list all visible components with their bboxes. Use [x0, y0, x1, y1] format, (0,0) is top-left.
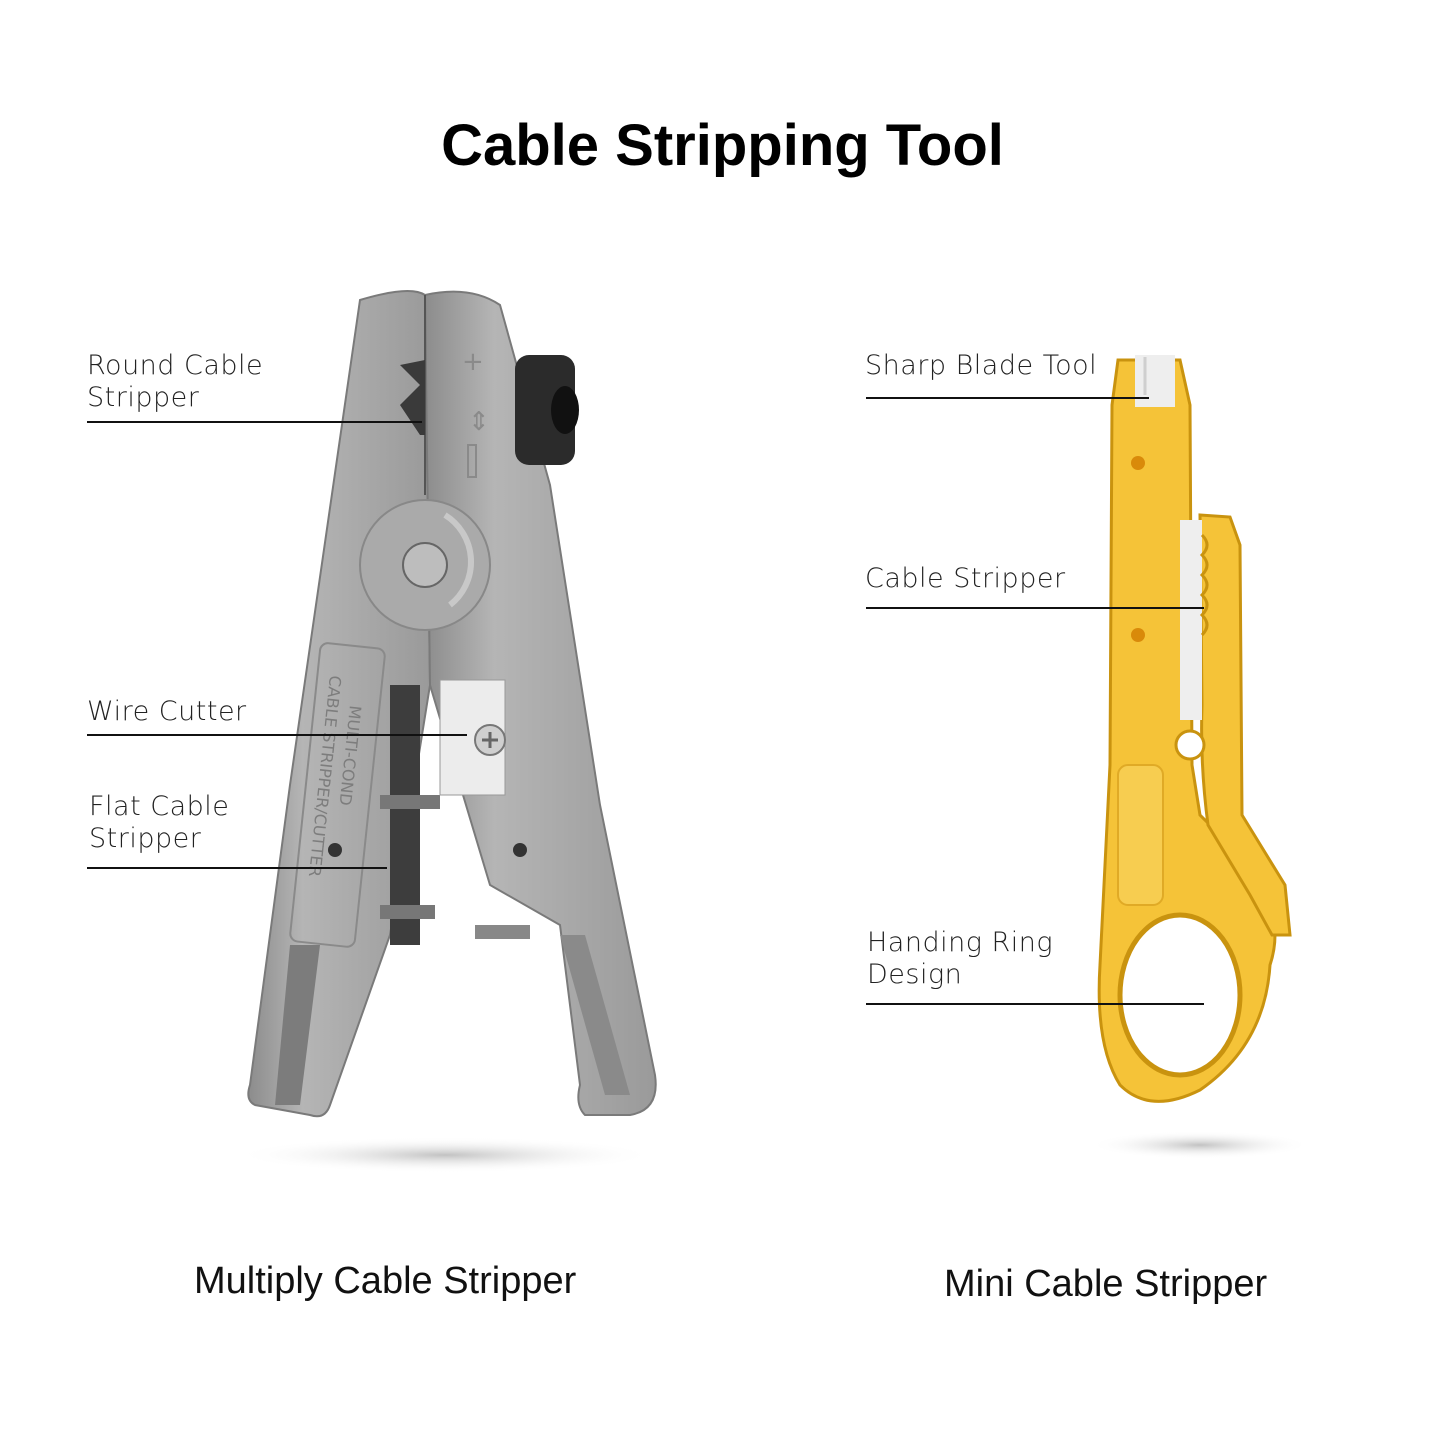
- callout-handing-ring-design: Handing Ring Design: [867, 927, 1053, 991]
- callout-round-cable-stripper: Round Cable Stripper: [87, 350, 263, 414]
- callout-label-line1: Round Cable: [87, 350, 264, 381]
- svg-text:+: +: [462, 347, 484, 377]
- leader-line-handing-ring-design: [866, 1003, 1204, 1005]
- leader-line-sharp-blade-tool: [866, 397, 1149, 399]
- caption-mini-cable-stripper: Mini Cable Stripper: [944, 1263, 1268, 1305]
- callout-sharp-blade-tool: Sharp Blade Tool: [865, 350, 1097, 382]
- callout-label-line2: Stripper: [89, 823, 202, 854]
- leader-line-cable-stripper: [866, 607, 1204, 609]
- leader-line-round-cable-stripper: [87, 421, 422, 423]
- leader-line-flat-cable-stripper: [87, 867, 387, 869]
- callout-wire-cutter: Wire Cutter: [87, 696, 247, 728]
- callout-flat-cable-stripper: Flat Cable Stripper: [89, 791, 229, 855]
- svg-text:⇕: ⇕: [468, 407, 490, 437]
- mini-cable-stripper-image: [1090, 355, 1310, 1159]
- caption-multiply-cable-stripper: Multiply Cable Stripper: [194, 1260, 577, 1302]
- multiply-cable-stripper-image: + ⇕ MULTI-COND CABLE STRIPPER/CUTTER: [235, 290, 657, 1173]
- callout-label-line1: Flat Cable: [89, 791, 230, 822]
- page-title: Cable Stripping Tool: [441, 113, 1004, 178]
- callout-label-line1: Cable Stripper: [865, 563, 1066, 594]
- callout-cable-stripper: Cable Stripper: [865, 563, 1066, 595]
- callout-label-line2: Stripper: [87, 382, 200, 413]
- callout-label-line2: Design: [867, 959, 963, 990]
- callout-label-line1: Wire Cutter: [87, 696, 247, 727]
- callout-label-line1: Sharp Blade Tool: [865, 350, 1098, 381]
- callout-label-line1: Handing Ring: [867, 927, 1054, 958]
- leader-line-wire-cutter: [87, 734, 467, 736]
